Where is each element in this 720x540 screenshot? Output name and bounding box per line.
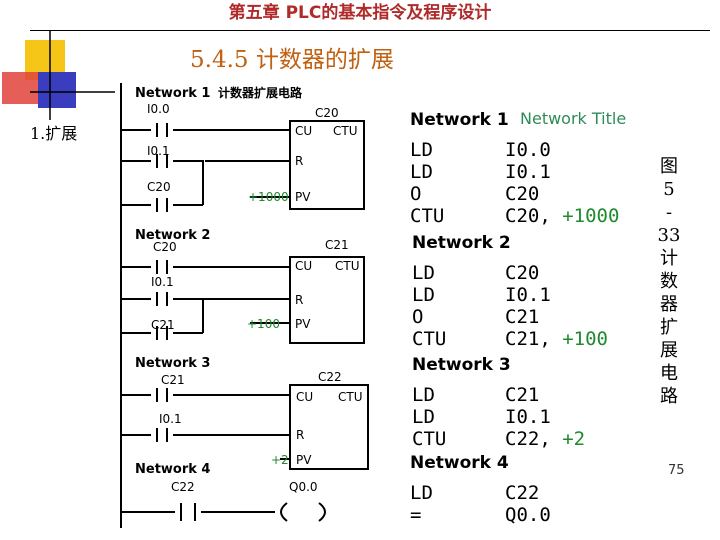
stl-n2-line4-op: C21, +100 — [505, 328, 608, 350]
n2-counter-name: C21 — [325, 238, 349, 252]
n1-pv-label: PV — [295, 190, 311, 204]
n2-contact2-label: I0.1 — [151, 275, 174, 289]
item-label: 1.扩展 — [30, 124, 78, 143]
n2-ctu-label: CTU — [335, 259, 360, 273]
stl-n3-line1-op: C21 — [505, 384, 540, 406]
n3-wiring — [121, 388, 290, 460]
stl-n4-line2: = — [410, 504, 422, 526]
n2-contact1-label: C20 — [153, 240, 177, 254]
ladder-diagram: Network 1 计数器扩展电路 I0.0 I0.1 C20 C20 CU C… — [115, 83, 380, 533]
n4-wiring — [121, 502, 326, 522]
n2-contact3-label: C21 — [151, 318, 175, 332]
stl-n1-line2-op: I0.1 — [505, 161, 551, 183]
stl-n1-line4: CTU — [410, 205, 445, 227]
stl-n1-line4-op: C20, +1000 — [505, 205, 620, 227]
n2-pv-label: PV — [295, 317, 311, 331]
stl-n1-line3: O — [410, 183, 422, 205]
ladder-network2-label: Network 2 — [135, 228, 210, 243]
n1-counter-name: C20 — [315, 106, 339, 120]
n1-contact1-label: I0.0 — [147, 102, 170, 116]
corner-decoration — [2, 30, 140, 120]
stl-n3-line1: LD — [412, 384, 435, 406]
stl-n4-line1: LD — [410, 482, 433, 504]
n4-contact-label: C22 — [171, 480, 195, 494]
stl-n2-line4: CTU — [412, 328, 447, 350]
ladder-network4-label: Network 4 — [135, 462, 210, 477]
figure-caption: 图 5 - 33 计 数 器 扩 展 电 路 — [657, 156, 681, 407]
deco-red-square — [2, 72, 44, 104]
deco-blue-square — [38, 72, 76, 108]
stl-n2-line1: LD — [412, 262, 435, 284]
section-title: 5.4.5 计数器的扩展 — [190, 47, 394, 73]
stl-n1-line2: LD — [410, 161, 433, 183]
stl-network3-label: Network 3 — [412, 355, 511, 375]
title-divider — [30, 30, 710, 31]
n1-wiring — [121, 123, 290, 212]
n4-coil-label: Q0.0 — [289, 480, 318, 494]
stl-n2-line2-op: I0.1 — [505, 284, 551, 306]
stl-n1-line3-op: C20 — [505, 183, 540, 205]
stl-n1-line1: LD — [410, 139, 433, 161]
n1-counter-box — [289, 120, 365, 210]
n2-r-label: R — [295, 293, 303, 307]
n2-counter-box — [289, 256, 365, 344]
stl-n2-line3: O — [412, 306, 424, 328]
stl-n1-line1-op: I0.0 — [505, 139, 551, 161]
stl-n4-line1-op: C22 — [505, 482, 540, 504]
n2-cu-label: CU — [295, 259, 312, 273]
n3-ctu-label: CTU — [338, 390, 363, 404]
stl-n3-line3: CTU — [412, 428, 447, 450]
stl-network1-label: Network 1 — [410, 110, 509, 130]
n3-cu-label: CU — [296, 390, 313, 404]
n1-preset: +1000 — [248, 190, 289, 204]
n3-pv-label: PV — [296, 453, 312, 467]
chapter-title: 第五章 PLC的基本指令及程序设计 — [228, 3, 492, 23]
stl-n2-line3-op: C21 — [505, 306, 540, 328]
stl-n3-line2: LD — [412, 406, 435, 428]
n1-contact2-label: I0.1 — [147, 144, 170, 158]
n1-ctu-label: CTU — [333, 124, 358, 138]
n3-preset: +2 — [271, 453, 289, 467]
n3-contact2-label: I0.1 — [159, 412, 182, 426]
n1-cu-label: CU — [295, 124, 312, 138]
n3-counter-box — [289, 384, 369, 470]
stl-n2-line2: LD — [412, 284, 435, 306]
ladder-network1-comment: 计数器扩展电路 — [218, 85, 303, 100]
n3-r-label: R — [296, 428, 304, 442]
n2-preset: +100 — [247, 317, 280, 331]
n4-coil-right — [318, 502, 326, 522]
n1-contact3-label: C20 — [147, 180, 171, 194]
n3-contact1-label: C21 — [161, 373, 185, 387]
stl-n3-line3-op: C22, +2 — [505, 428, 586, 450]
page-number: 75 — [668, 463, 685, 478]
stl-n3-line2-op: I0.1 — [505, 406, 551, 428]
n3-counter-name: C22 — [318, 370, 342, 384]
n1-r-label: R — [295, 154, 303, 168]
ladder-network3-label: Network 3 — [135, 356, 210, 371]
n4-coil-left — [280, 502, 288, 522]
ladder-network1-label: Network 1 — [135, 86, 210, 101]
stl-network2-label: Network 2 — [412, 233, 511, 253]
stl-network4-label: Network 4 — [410, 453, 509, 473]
stl-n2-line1-op: C20 — [505, 262, 540, 284]
n2-wiring — [121, 260, 290, 340]
stl-network1-title: Network Title — [520, 109, 627, 128]
stl-n4-line2-op: Q0.0 — [505, 504, 551, 526]
